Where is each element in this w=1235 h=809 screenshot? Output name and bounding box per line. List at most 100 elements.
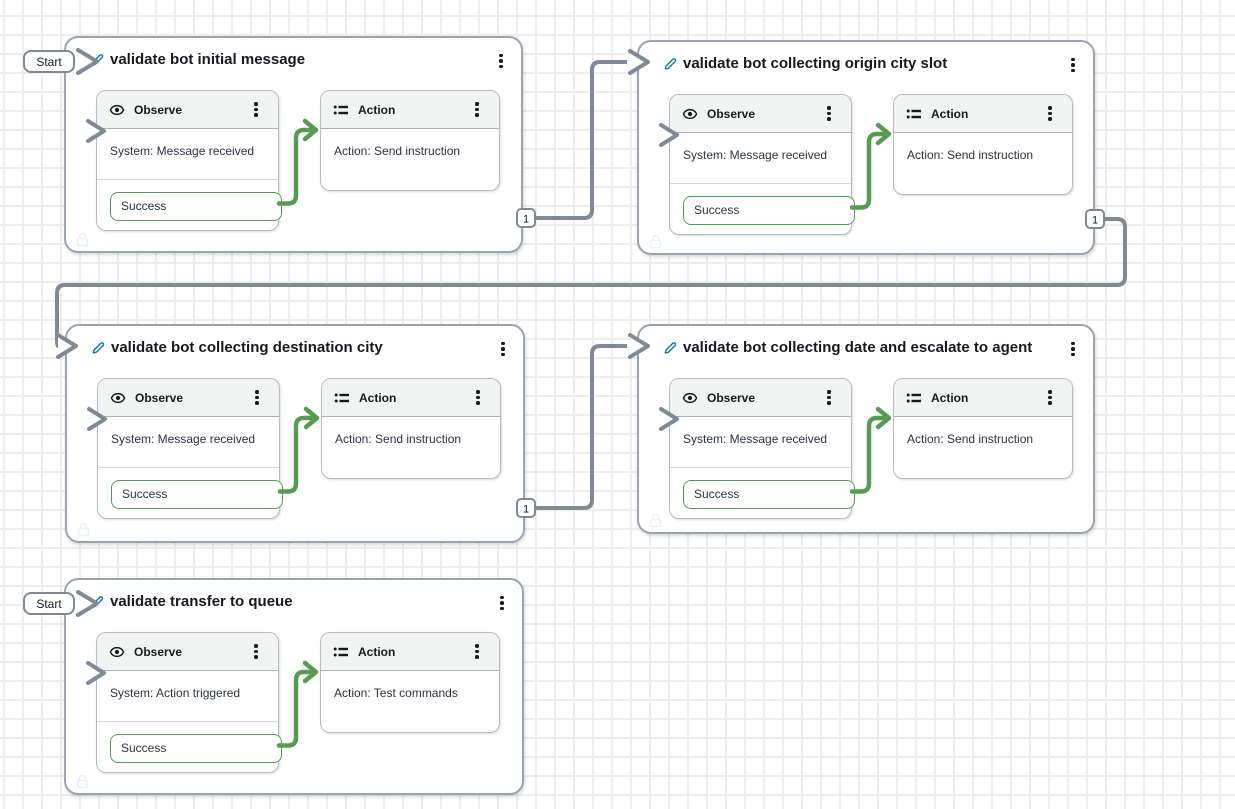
action-card[interactable]: Action Action: Send instruction [893, 378, 1073, 479]
block-title[interactable]: validate bot collecting date and escalat… [683, 339, 1033, 356]
connector-block1-to-block2[interactable] [535, 60, 627, 220]
lock-icon [77, 522, 90, 537]
success-output-handle[interactable]: Success [683, 480, 855, 509]
block-kebab-menu[interactable] [1062, 53, 1084, 77]
observe-card[interactable]: Observe System: Message received Success [669, 94, 855, 235]
test-block-validate-bot-collecting-destination-city[interactable]: validate bot collecting destination city… [65, 324, 525, 543]
observe-condition-text: System: Message received [110, 144, 255, 158]
kebab-menu-icon [499, 54, 503, 68]
action-card-header: Action [321, 91, 499, 129]
kebab-menu-icon [254, 644, 258, 658]
kebab-menu-icon [475, 644, 479, 658]
eye-icon [109, 646, 125, 657]
observe-kebab-menu[interactable] [819, 103, 839, 125]
observe-card[interactable]: Observe System: Action triggered Success [96, 632, 282, 773]
card-divider [670, 183, 851, 184]
card-divider [670, 467, 851, 468]
block-title[interactable]: validate bot collecting origin city slot [683, 55, 948, 72]
kebab-menu-icon [500, 596, 504, 610]
observe-kebab-menu[interactable] [246, 99, 266, 121]
block-title-row[interactable]: validate bot collecting destination city [91, 339, 383, 356]
test-block-validate-bot-initial-message[interactable]: validate bot initial message Observe Sys… [64, 36, 523, 253]
start-entry-label: Start [23, 50, 75, 73]
observe-card-header: Observe [97, 91, 278, 129]
block-title[interactable]: validate bot initial message [110, 51, 306, 68]
block-title-row[interactable]: validate bot initial message [90, 51, 305, 68]
observe-condition-text: System: Action triggered [110, 686, 241, 700]
kebab-menu-icon [255, 390, 259, 404]
kebab-menu-icon [476, 390, 480, 404]
block-title-row[interactable]: validate transfer to queue [90, 593, 293, 610]
list-icon [333, 105, 348, 114]
action-card-label: Action [931, 106, 969, 121]
edit-pencil-icon[interactable] [90, 53, 104, 67]
lock-icon [649, 234, 662, 249]
block-title[interactable]: validate transfer to queue [110, 593, 293, 610]
action-card[interactable]: Action Action: Test commands [320, 632, 500, 733]
kebab-menu-icon [827, 390, 831, 404]
action-card-label: Action [358, 102, 396, 117]
observe-card[interactable]: Observe System: Message received Success [96, 90, 282, 231]
start-entry-label: Start [23, 592, 75, 615]
block-kebab-menu[interactable] [492, 337, 514, 361]
observe-card-header: Observe [97, 633, 278, 671]
list-icon [906, 109, 921, 118]
observe-kebab-menu[interactable] [819, 387, 839, 409]
action-card-header: Action [321, 633, 499, 671]
edit-pencil-icon[interactable] [91, 341, 105, 355]
success-output-handle[interactable]: Success [110, 192, 282, 221]
action-card[interactable]: Action Action: Send instruction [321, 378, 501, 479]
observe-card-label: Observe [707, 390, 756, 405]
edit-pencil-icon[interactable] [663, 57, 677, 71]
observe-card-label: Observe [134, 102, 183, 117]
card-divider [98, 467, 279, 468]
action-detail-text: Action: Test commands [334, 686, 458, 700]
observe-kebab-menu[interactable] [246, 641, 266, 663]
block-kebab-menu[interactable] [1062, 337, 1084, 361]
test-block-validate-bot-collecting-date-and-escalate-to-agent[interactable]: validate bot collecting date and escalat… [637, 324, 1095, 534]
block-title[interactable]: validate bot collecting destination city [111, 339, 383, 356]
action-kebab-menu[interactable] [1040, 103, 1060, 125]
observe-kebab-menu[interactable] [247, 387, 267, 409]
success-output-handle[interactable]: Success [110, 734, 282, 763]
test-block-validate-transfer-to-queue[interactable]: validate transfer to queue Observe Syste… [64, 578, 524, 795]
block-title-row[interactable]: validate bot collecting date and escalat… [663, 339, 1032, 356]
action-card[interactable]: Action Action: Send instruction [893, 94, 1073, 195]
action-kebab-menu[interactable] [1040, 387, 1060, 409]
success-output-handle[interactable]: Success [111, 480, 283, 509]
observe-card-label: Observe [134, 644, 183, 659]
list-icon [906, 393, 921, 402]
connector-block3-to-block4[interactable] [535, 344, 627, 510]
action-card-header: Action [894, 95, 1072, 133]
kebab-menu-icon [1071, 58, 1075, 72]
action-detail-text: Action: Send instruction [334, 144, 461, 158]
action-detail-text: Action: Send instruction [907, 148, 1034, 162]
observe-card-label: Observe [707, 106, 756, 121]
block-kebab-menu[interactable] [490, 49, 512, 73]
kebab-menu-icon [254, 102, 258, 116]
kebab-menu-icon [1048, 390, 1052, 404]
action-card[interactable]: Action Action: Send instruction [320, 90, 500, 191]
eye-icon [682, 392, 698, 403]
lock-icon [649, 513, 662, 528]
action-kebab-menu[interactable] [467, 99, 487, 121]
list-icon [334, 393, 349, 402]
observe-condition-text: System: Message received [111, 432, 256, 446]
block-kebab-menu[interactable] [491, 591, 513, 615]
output-port-number: 1 [523, 214, 529, 226]
kebab-menu-icon [827, 106, 831, 120]
action-kebab-menu[interactable] [467, 641, 487, 663]
observe-card[interactable]: Observe System: Message received Success [97, 378, 283, 519]
edit-pencil-icon[interactable] [90, 595, 104, 609]
observe-card[interactable]: Observe System: Message received Success [669, 378, 855, 519]
action-kebab-menu[interactable] [468, 387, 488, 409]
eye-icon [110, 392, 126, 403]
lock-icon [76, 232, 89, 247]
success-output-handle[interactable]: Success [683, 196, 855, 225]
edit-pencil-icon[interactable] [663, 341, 677, 355]
card-divider [97, 721, 278, 722]
block-title-row[interactable]: validate bot collecting origin city slot [663, 55, 947, 72]
kebab-menu-icon [1071, 342, 1075, 356]
test-block-validate-bot-collecting-origin-city-slot[interactable]: validate bot collecting origin city slot… [637, 40, 1095, 255]
